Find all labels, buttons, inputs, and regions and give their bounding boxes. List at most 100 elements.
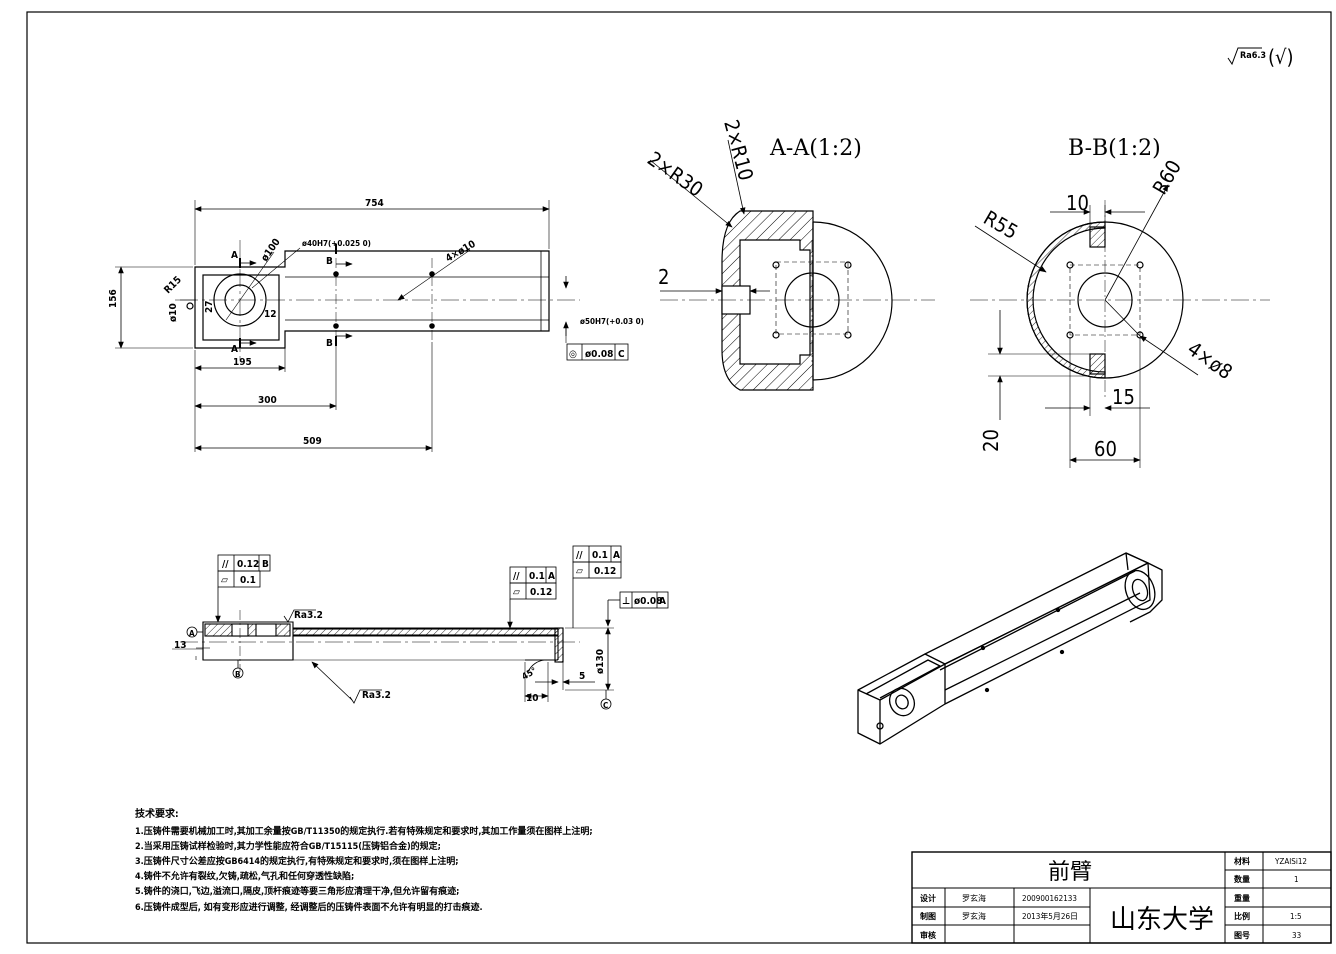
section-bb-w10: 10: [1066, 191, 1089, 215]
note-line: 1.压铸件需要机械加工时,其加工余量按GB/T11350的规定执行.若有特殊规定…: [135, 825, 593, 837]
dim-r15: R15: [162, 275, 184, 297]
section-bb: [970, 184, 1270, 468]
prop-value: 1: [1294, 875, 1299, 884]
dim-12: 12: [264, 309, 277, 320]
prop-value: 1:5: [1290, 912, 1302, 921]
frame-left-val-2: 0.1: [240, 575, 256, 586]
general-roughness-value: Ra6.3: [1240, 51, 1266, 61]
frame-perp-sym: ⊥: [622, 596, 630, 607]
section-bb-title: B-B(1:2): [1068, 136, 1161, 161]
row-name: 罗玄海: [962, 893, 986, 903]
frame-mid-datum-1: A: [548, 571, 555, 582]
prop-label: 重量: [1234, 893, 1250, 903]
frame-right-datum-1: A: [613, 550, 620, 561]
dim-754: 754: [365, 198, 384, 209]
dim-156: 156: [108, 289, 119, 308]
dim-195: 195: [233, 357, 252, 368]
note-line: 3.压铸件尺寸公差应按GB6414的规定执行,有特殊规定和要求时,须在图样上注明…: [135, 855, 458, 867]
frame-right-sym-1: //: [576, 550, 583, 561]
frame-left-sym-1: //: [222, 559, 229, 570]
dim-509: 509: [303, 436, 322, 447]
section-bb-r55: R55: [980, 206, 1023, 244]
datum-b: B: [235, 670, 240, 679]
dim-bore50: ø50H7(+0.03 0): [580, 317, 644, 326]
tech-notes: 技术要求: 1.压铸件需要机械加工时,其加工余量按GB/T11350的规定执行.…: [135, 807, 593, 913]
title-block-text: 前臂 山东大学 设计 罗玄海 200900162133 制图 罗玄海 2013年…: [920, 856, 1307, 940]
row-name: 罗玄海: [962, 911, 986, 921]
frame-left-datum-1: B: [262, 559, 269, 570]
section-label-a-top: A: [231, 250, 238, 261]
dim-300: 300: [258, 395, 277, 406]
section-bb-r60: R60: [1148, 156, 1186, 199]
note-line: 4.铸件不允许有裂纹,欠铸,疏松,气孔和任何穿透性缺陷;: [135, 870, 354, 882]
dim-chamfer: 45°: [521, 666, 539, 682]
row-label: 设计: [920, 893, 936, 903]
part-name: 前臂: [1048, 860, 1092, 885]
prop-label: 比例: [1234, 911, 1250, 921]
frame-right-val-1: 0.1: [592, 550, 608, 561]
row-label: 审核: [920, 930, 936, 940]
datum-c: C: [603, 701, 608, 710]
dim-holes10: 4×ø10: [444, 239, 478, 265]
prop-label: 图号: [1234, 931, 1250, 940]
section-label-b-bottom: B: [326, 338, 333, 349]
row-value: 200900162133: [1022, 894, 1077, 903]
section-label-a-bottom: A: [231, 344, 238, 355]
section-aa-r30: 2×R30: [643, 146, 707, 201]
datum-a: A: [189, 629, 195, 638]
rough-bottom: Ra3.2: [362, 690, 391, 701]
prop-label: 数量: [1234, 874, 1250, 884]
sheet-border: [26, 11, 1332, 944]
dim-27: 27: [204, 300, 215, 313]
section-bb-holes: 4×ø8: [1183, 336, 1237, 384]
general-roughness-bracket: (√): [1268, 45, 1294, 69]
dim-13: 13: [174, 640, 187, 651]
section-aa: [649, 139, 935, 391]
note-line: 6.压铸件成型后, 如有变形应进行调整, 经调整后的压铸件表面不允许有明显的打击…: [135, 901, 483, 913]
dim-d10: ø10: [168, 303, 179, 322]
frame-right-val-2: 0.12: [594, 566, 616, 577]
frame-right-sym-2: ▱: [576, 566, 583, 577]
section-bb-w15: 15: [1112, 385, 1135, 409]
side-view: [172, 545, 669, 710]
note-line: 5.铸件的浇口,飞边,溢流口,隔皮,顶杆痕迹等要三角形应清理干净,但允许留有痕迹…: [135, 885, 459, 897]
prop-value: YZAlSi12: [1274, 857, 1307, 866]
frame-mid-val-1: 0.1: [529, 571, 545, 582]
section-bb-w60: 60: [1094, 437, 1117, 461]
section-aa-title: A-A(1:2): [769, 136, 862, 161]
frame-left-val-1: 0.12: [237, 559, 259, 570]
dim-5: 5: [579, 671, 585, 682]
note-line: 2.当采用压铸试样检验时,其力学性能应符合GB/T15115(压铸铝合金)的规定…: [135, 840, 441, 852]
prop-label: 材料: [1234, 856, 1250, 866]
notes-title: 技术要求:: [135, 807, 179, 820]
tol-frame-datum: C: [618, 349, 625, 360]
section-aa-gap: 2: [658, 265, 669, 289]
tol-frame-symbol: ◎: [569, 349, 577, 360]
rough-top: Ra3.2: [294, 610, 323, 621]
section-bb-h20: 20: [979, 429, 1003, 452]
frame-perp-val: ø0.08: [634, 596, 662, 607]
frame-mid-sym-1: //: [513, 571, 520, 582]
school-name: 山东大学: [1110, 905, 1214, 935]
section-label-b-top: B: [326, 256, 333, 267]
prop-value: 33: [1292, 931, 1301, 940]
row-label: 制图: [920, 911, 936, 921]
front-view: [115, 200, 629, 452]
frame-mid-sym-2: ▱: [513, 587, 520, 598]
dim-10-side: 10: [526, 693, 539, 704]
dim-d100: ø100: [259, 237, 282, 264]
frame-mid-val-2: 0.12: [530, 587, 552, 598]
general-roughness: Ra6.3 (√): [1227, 45, 1294, 69]
section-bb-text: B-B(1:2) R55 R60 10 4×ø8 15 20 60: [979, 136, 1237, 461]
tol-frame-value: ø0.08: [585, 349, 613, 360]
dim-130: ø130: [595, 649, 606, 674]
frame-left-sym-2: ▱: [221, 575, 228, 586]
side-view-text: // 0.12 B ▱ 0.1 // 0.1 A ▱ 0.12 // 0.1 A…: [174, 550, 666, 710]
isometric-view: [857, 552, 1163, 745]
section-aa-r10: 2×R10: [719, 117, 758, 183]
row-value: 2013年5月26日: [1022, 911, 1078, 921]
front-view-text: 754 156 195 300 509 R15 ø10 ø100 27 12 ø…: [108, 198, 644, 447]
dim-bore40: ø40H7(+0.025 0): [302, 239, 371, 248]
frame-perp-datum: A: [659, 596, 666, 607]
